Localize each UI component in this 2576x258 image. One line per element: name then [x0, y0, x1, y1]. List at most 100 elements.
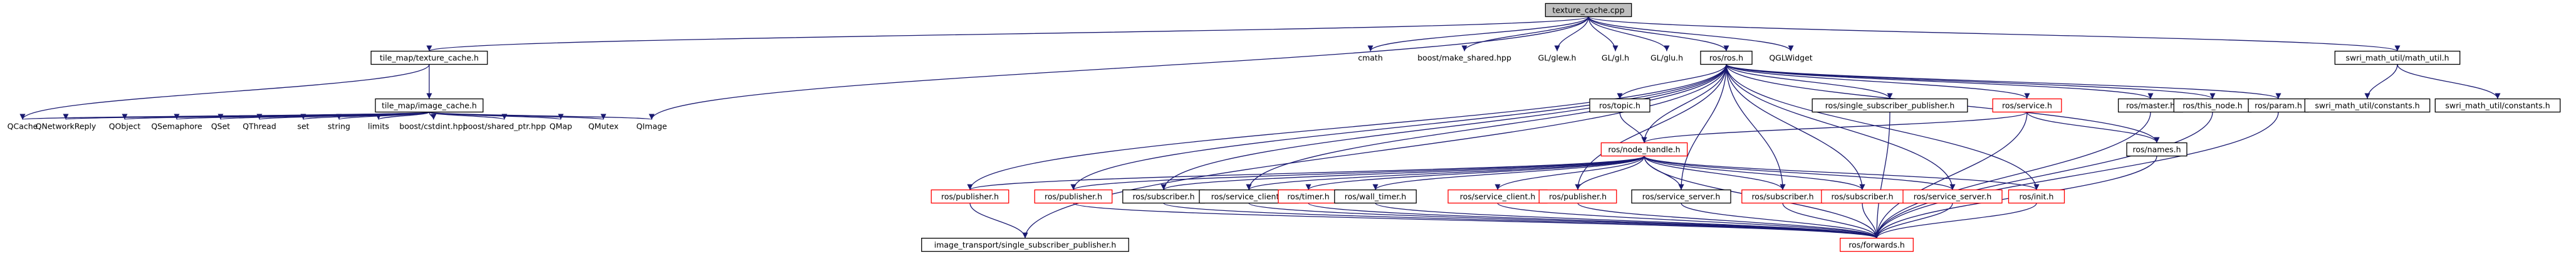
node-qsemaphore[interactable]: QSemaphore [149, 120, 205, 133]
edge-root-to-gl [1588, 16, 1619, 51]
node-label: ros/publisher.h [941, 192, 999, 202]
node-ros_param[interactable]: ros/param.h [2248, 98, 2309, 113]
edge-ros_ros-to-publisher3 [1575, 64, 1727, 190]
node-node_handle[interactable]: ros/node_handle.h [1600, 142, 1688, 157]
node-qobject[interactable]: QObject [103, 120, 146, 133]
node-ros_ros[interactable]: ros/ros.h [1700, 50, 1753, 65]
node-label: QMap [550, 122, 572, 131]
node-constants1[interactable]: swri_math_util/constants.h [2304, 98, 2431, 113]
node-string[interactable]: string [320, 120, 358, 133]
edge-root-to-glu [1588, 16, 1670, 51]
node-service_client2[interactable]: ros/service_client.h [1447, 189, 1548, 204]
edge-root-to-qimage [649, 16, 1589, 120]
edge-tile_img-to-qimage [429, 111, 654, 121]
edge-node_handle-to-publisher3 [1575, 156, 1645, 190]
node-box [1902, 189, 2003, 204]
node-tile_img[interactable]: tile_map/image_cache.h [375, 98, 484, 113]
node-limits[interactable]: limits [359, 120, 397, 133]
node-subscriber2[interactable]: ros/subscriber.h [1741, 189, 1824, 204]
node-qthread[interactable]: QThread [238, 120, 281, 133]
edge-node_handle-to-wall_timer [1372, 155, 1645, 191]
node-constants2[interactable]: swri_math_util/constants.h [2434, 98, 2561, 113]
node-layer: texture_cache.cpp tile_map/texture_cache.… [3, 3, 2561, 252]
edge-tile_tex-to-qcache [19, 64, 430, 120]
node-math_util[interactable]: swri_math_util/math_util.h [2334, 50, 2461, 65]
edge-tile_img-to-cstdint [429, 112, 437, 120]
node-qmap[interactable]: QMap [546, 120, 576, 133]
node-ros_master[interactable]: ros/master.h [2117, 98, 2184, 113]
node-label: ros/forwards.h [1849, 240, 1905, 250]
node-ros_service[interactable]: ros/service.h [1992, 98, 2062, 113]
node-label: QSet [211, 122, 230, 131]
edge-root-to-qglwidget [1588, 16, 1794, 51]
node-glu[interactable]: GL/glu.h [1643, 51, 1690, 65]
node-qnetreply[interactable]: QNetworkReply [31, 120, 100, 133]
node-root[interactable]: texture_cache.cpp [1545, 3, 1632, 18]
edge-layer [19, 16, 2501, 239]
edge-ros_ros-to-subscriber1 [1160, 64, 1727, 190]
node-single_sub_pub[interactable]: ros/single_subscriber_publisher.h [1812, 98, 1968, 113]
edge-ros_param-to-forwards [1874, 112, 2279, 239]
node-subscriber1[interactable]: ros/subscriber.h [1122, 189, 1205, 204]
node-publisher2[interactable]: ros/publisher.h [1034, 189, 1113, 204]
node-service_server1[interactable]: ros/service_server.h [1631, 189, 1731, 204]
node-label: ros/topic.h [1599, 101, 1640, 110]
node-set[interactable]: set [291, 120, 316, 133]
node-qmutex[interactable]: QMutex [584, 120, 622, 133]
node-box [1812, 98, 1968, 113]
edge-root-to-glew [1554, 16, 1589, 51]
edge-this_node-to-forwards [1874, 112, 2213, 239]
node-forwards[interactable]: ros/forwards.h [1840, 237, 1914, 252]
node-label: ros/names.h [2132, 145, 2181, 154]
node-label: cmath [1358, 53, 1383, 63]
node-label: ros/subscriber.h [1831, 192, 1893, 202]
edge-ros_ros-to-node_handle [1641, 64, 1727, 143]
node-this_node[interactable]: ros/this_node.h [2173, 98, 2252, 113]
node-qimage[interactable]: QImage [632, 120, 670, 133]
edge-root-to-cmath [1367, 16, 1589, 51]
node-publisher1[interactable]: ros/publisher.h [931, 189, 1009, 204]
node-gl[interactable]: GL/gl.h [1594, 51, 1637, 65]
node-ros_init[interactable]: ros/init.h [2008, 189, 2065, 204]
node-publisher3[interactable]: ros/publisher.h [1538, 189, 1617, 204]
edge-node_handle-to-publisher1 [967, 155, 1645, 191]
node-service_server2[interactable]: ros/service_server.h [1902, 189, 2003, 204]
node-shared_ptr[interactable]: boost/shared_ptr.hpp [455, 120, 554, 133]
node-timer[interactable]: ros/timer.h [1278, 189, 1339, 204]
node-make_shared[interactable]: boost/make_shared.hpp [1413, 51, 1516, 65]
edge-subscriber2-to-forwards [1782, 203, 1880, 239]
node-ros_names[interactable]: ros/names.h [2126, 142, 2188, 157]
node-cstdint[interactable]: boost/cstdint.hpp [390, 120, 476, 133]
node-box [1631, 189, 1731, 204]
node-cmath[interactable]: cmath [1353, 51, 1388, 65]
edge-node_handle-to-subscriber2 [1644, 156, 1786, 190]
edge-service_client2-to-forwards [1497, 202, 1880, 239]
edge-ros_service-to-ros_names [2026, 112, 2160, 143]
node-service_client1[interactable]: ros/service_client.h [1199, 189, 1299, 204]
edge-ros_master-to-forwards [1874, 112, 2151, 239]
node-tile_tex[interactable]: tile_map/texture_cache.h [370, 50, 488, 65]
edge-ros_ros-to-service_client1 [1246, 64, 1727, 190]
edge-ros_service-to-node_handle [1641, 111, 2028, 144]
node-qset[interactable]: QSet [206, 120, 236, 133]
node-label: ros/wall_timer.h [1345, 192, 1406, 202]
edge-subscriber1-to-forwards [1163, 202, 1880, 239]
edge-ros_init-to-forwards [1874, 203, 2037, 239]
node-glew[interactable]: GL/glew.h [1531, 51, 1583, 65]
edge-publisher3-to-forwards [1577, 202, 1880, 239]
node-label: QSemaphore [151, 122, 202, 131]
edge-ros_ros-to-service_server1 [1678, 64, 1727, 190]
node-wall_timer[interactable]: ros/wall_timer.h [1334, 189, 1417, 204]
edge-ros_ros-to-ros_topic [1617, 64, 1727, 99]
node-label: image_transport/single_subscriber_publis… [934, 240, 1117, 250]
node-img_transport[interactable]: image_transport/single_subscriber_publis… [921, 237, 1129, 252]
edge-node_handle-to-subscriber3 [1644, 156, 1865, 190]
node-subscriber3[interactable]: ros/subscriber.h [1821, 189, 1904, 204]
node-label: ros/this_node.h [2182, 101, 2242, 110]
node-label: GL/gl.h [1602, 53, 1629, 63]
node-label: ros/service_server.h [1914, 192, 1992, 202]
node-qglwidget[interactable]: QGLWidget [1765, 51, 1817, 65]
node-ros_topic[interactable]: ros/topic.h [1589, 98, 1650, 113]
node-label: swri_math_util/math_util.h [2345, 53, 2449, 63]
node-qcache[interactable]: QCache [3, 120, 41, 133]
